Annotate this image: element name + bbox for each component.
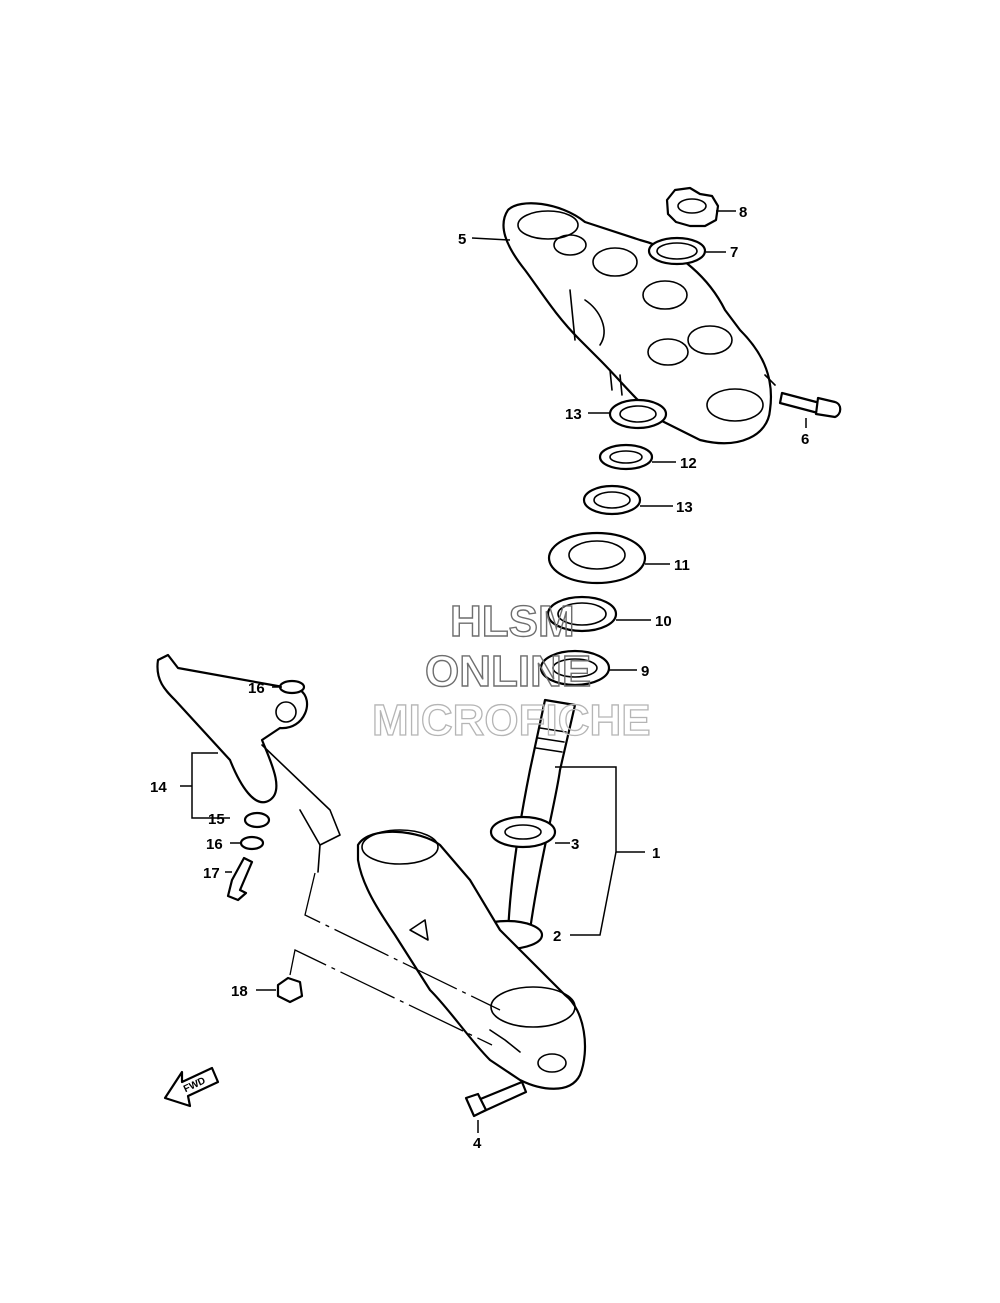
lower-bracket bbox=[356, 829, 587, 1090]
callout-16-upper: 16 bbox=[248, 680, 265, 697]
washer-16-upper bbox=[278, 679, 306, 695]
bolt-6 bbox=[778, 391, 842, 419]
ring-nut-13-upper bbox=[608, 398, 668, 430]
washer-16-lower bbox=[239, 835, 265, 851]
leader-lines bbox=[180, 210, 807, 1133]
callout-5: 5 bbox=[458, 231, 466, 248]
bolt-4 bbox=[464, 1080, 528, 1118]
nut-8 bbox=[665, 186, 720, 228]
callout-8: 8 bbox=[739, 204, 747, 221]
collar-15 bbox=[243, 811, 271, 829]
callout-1: 1 bbox=[652, 845, 660, 862]
callout-labels: 1 2 3 4 5 6 7 8 9 10 11 12 13 13 14 15 1… bbox=[150, 204, 809, 1152]
callout-18: 18 bbox=[231, 983, 248, 1000]
callout-16-lower: 16 bbox=[206, 836, 223, 853]
callout-15: 15 bbox=[208, 811, 225, 828]
washer-12 bbox=[598, 443, 654, 471]
callout-6: 6 bbox=[801, 431, 809, 448]
dust-seal-11 bbox=[547, 531, 647, 585]
bearing-3 bbox=[489, 815, 557, 849]
callout-13-lower: 13 bbox=[676, 499, 693, 516]
callout-11: 11 bbox=[674, 557, 690, 574]
watermark-line-3: MICROFICHE bbox=[372, 696, 651, 745]
callout-10: 10 bbox=[655, 613, 672, 630]
reference-line-b bbox=[289, 949, 493, 1046]
callout-4: 4 bbox=[473, 1135, 482, 1152]
callout-2: 2 bbox=[553, 928, 561, 945]
bolt-17 bbox=[226, 856, 254, 902]
watermark-line-1: HLSM bbox=[450, 597, 575, 646]
fwd-arrow: FWD bbox=[163, 1066, 220, 1108]
bearing-9 bbox=[539, 649, 611, 687]
callout-9: 9 bbox=[641, 663, 649, 680]
callout-12: 12 bbox=[680, 455, 697, 472]
callout-3: 3 bbox=[571, 836, 579, 853]
steering-damper bbox=[156, 653, 341, 873]
callout-14: 14 bbox=[150, 779, 167, 796]
callout-7: 7 bbox=[730, 244, 738, 261]
callout-17: 17 bbox=[203, 865, 220, 882]
ring-nut-13-lower bbox=[582, 484, 642, 516]
callout-13-upper: 13 bbox=[565, 406, 582, 423]
watermark-line-2: ONLINE bbox=[425, 647, 591, 696]
reference-line-a bbox=[304, 872, 501, 1011]
nut-18 bbox=[276, 976, 304, 1004]
upper-bracket bbox=[502, 202, 776, 445]
watermark: HLSM ONLINE MICROFICHE bbox=[371, 596, 651, 745]
